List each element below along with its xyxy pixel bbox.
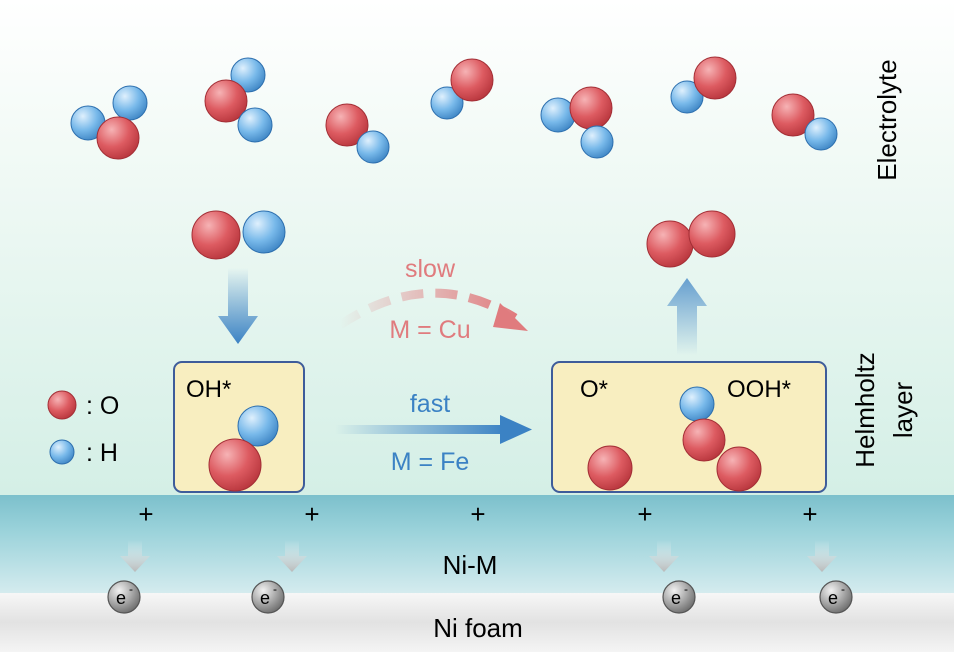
electron-arrow (120, 540, 150, 572)
water-molecule (204, 57, 273, 143)
ni-m-label: Ni-M (443, 550, 498, 580)
electron-charge: - (684, 582, 688, 596)
legend-hydrogen-icon (49, 439, 75, 465)
legend-hydrogen-label: : H (86, 439, 118, 467)
ni-foam-layer (0, 593, 954, 652)
o-ooh-adsorbate-box (551, 361, 827, 493)
electron: e - (107, 580, 141, 614)
o-star-label: O* (580, 376, 608, 403)
legend-oxygen-label: : O (86, 392, 119, 420)
ni-foam-label: Ni foam (433, 613, 523, 643)
plus-sign: + (470, 499, 485, 529)
plus-sign: + (637, 499, 652, 529)
water-molecule (771, 93, 838, 151)
electrolyte-label: Electrolyte (872, 59, 902, 180)
water-molecule (70, 85, 148, 160)
electron-symbol: e (828, 588, 838, 608)
electron: e - (251, 580, 285, 614)
electron-symbol: e (260, 588, 270, 608)
water-molecule (325, 103, 390, 164)
oh-adsorbate-box (173, 361, 305, 493)
fe-label: M = Fe (391, 448, 470, 476)
water-molecule (540, 86, 614, 159)
electron-arrow (807, 540, 837, 572)
desorption-arrow (667, 278, 707, 355)
electron: e - (662, 580, 696, 614)
cu-label: M = Cu (389, 316, 470, 344)
water-molecule (430, 58, 494, 120)
hydroxide-molecule (191, 210, 286, 260)
fast-label: fast (410, 390, 450, 418)
electron-charge: - (273, 582, 277, 596)
plus-sign: + (802, 499, 817, 529)
slow-path-arrow (337, 288, 528, 331)
surface-charges: + + + + + (138, 499, 817, 529)
adsorption-arrow (218, 268, 258, 344)
electron-symbol: e (116, 588, 126, 608)
ooh-star-label: OOH* (727, 376, 791, 403)
plus-sign: + (138, 499, 153, 529)
legend: : O : H (47, 390, 119, 467)
electron-charge: - (129, 582, 133, 596)
legend-oxygen-icon (47, 390, 77, 420)
slow-label: slow (405, 255, 456, 283)
ni-m-layer (0, 495, 954, 595)
electron-symbol: e (671, 588, 681, 608)
electron: e - (819, 580, 853, 614)
electron-arrow (277, 540, 307, 572)
water-molecule (670, 56, 737, 114)
helmholtz-label-line1: Helmholtz (850, 352, 880, 468)
plus-sign: + (304, 499, 319, 529)
fast-path-arrow (335, 415, 532, 444)
electron-flow-arrows (120, 540, 837, 572)
electron-arrow (649, 540, 679, 572)
helmholtz-label-line2: layer (888, 381, 918, 438)
oh-star-label: OH* (186, 376, 231, 403)
oxygen-molecule (646, 210, 736, 268)
electron-charge: - (841, 582, 845, 596)
